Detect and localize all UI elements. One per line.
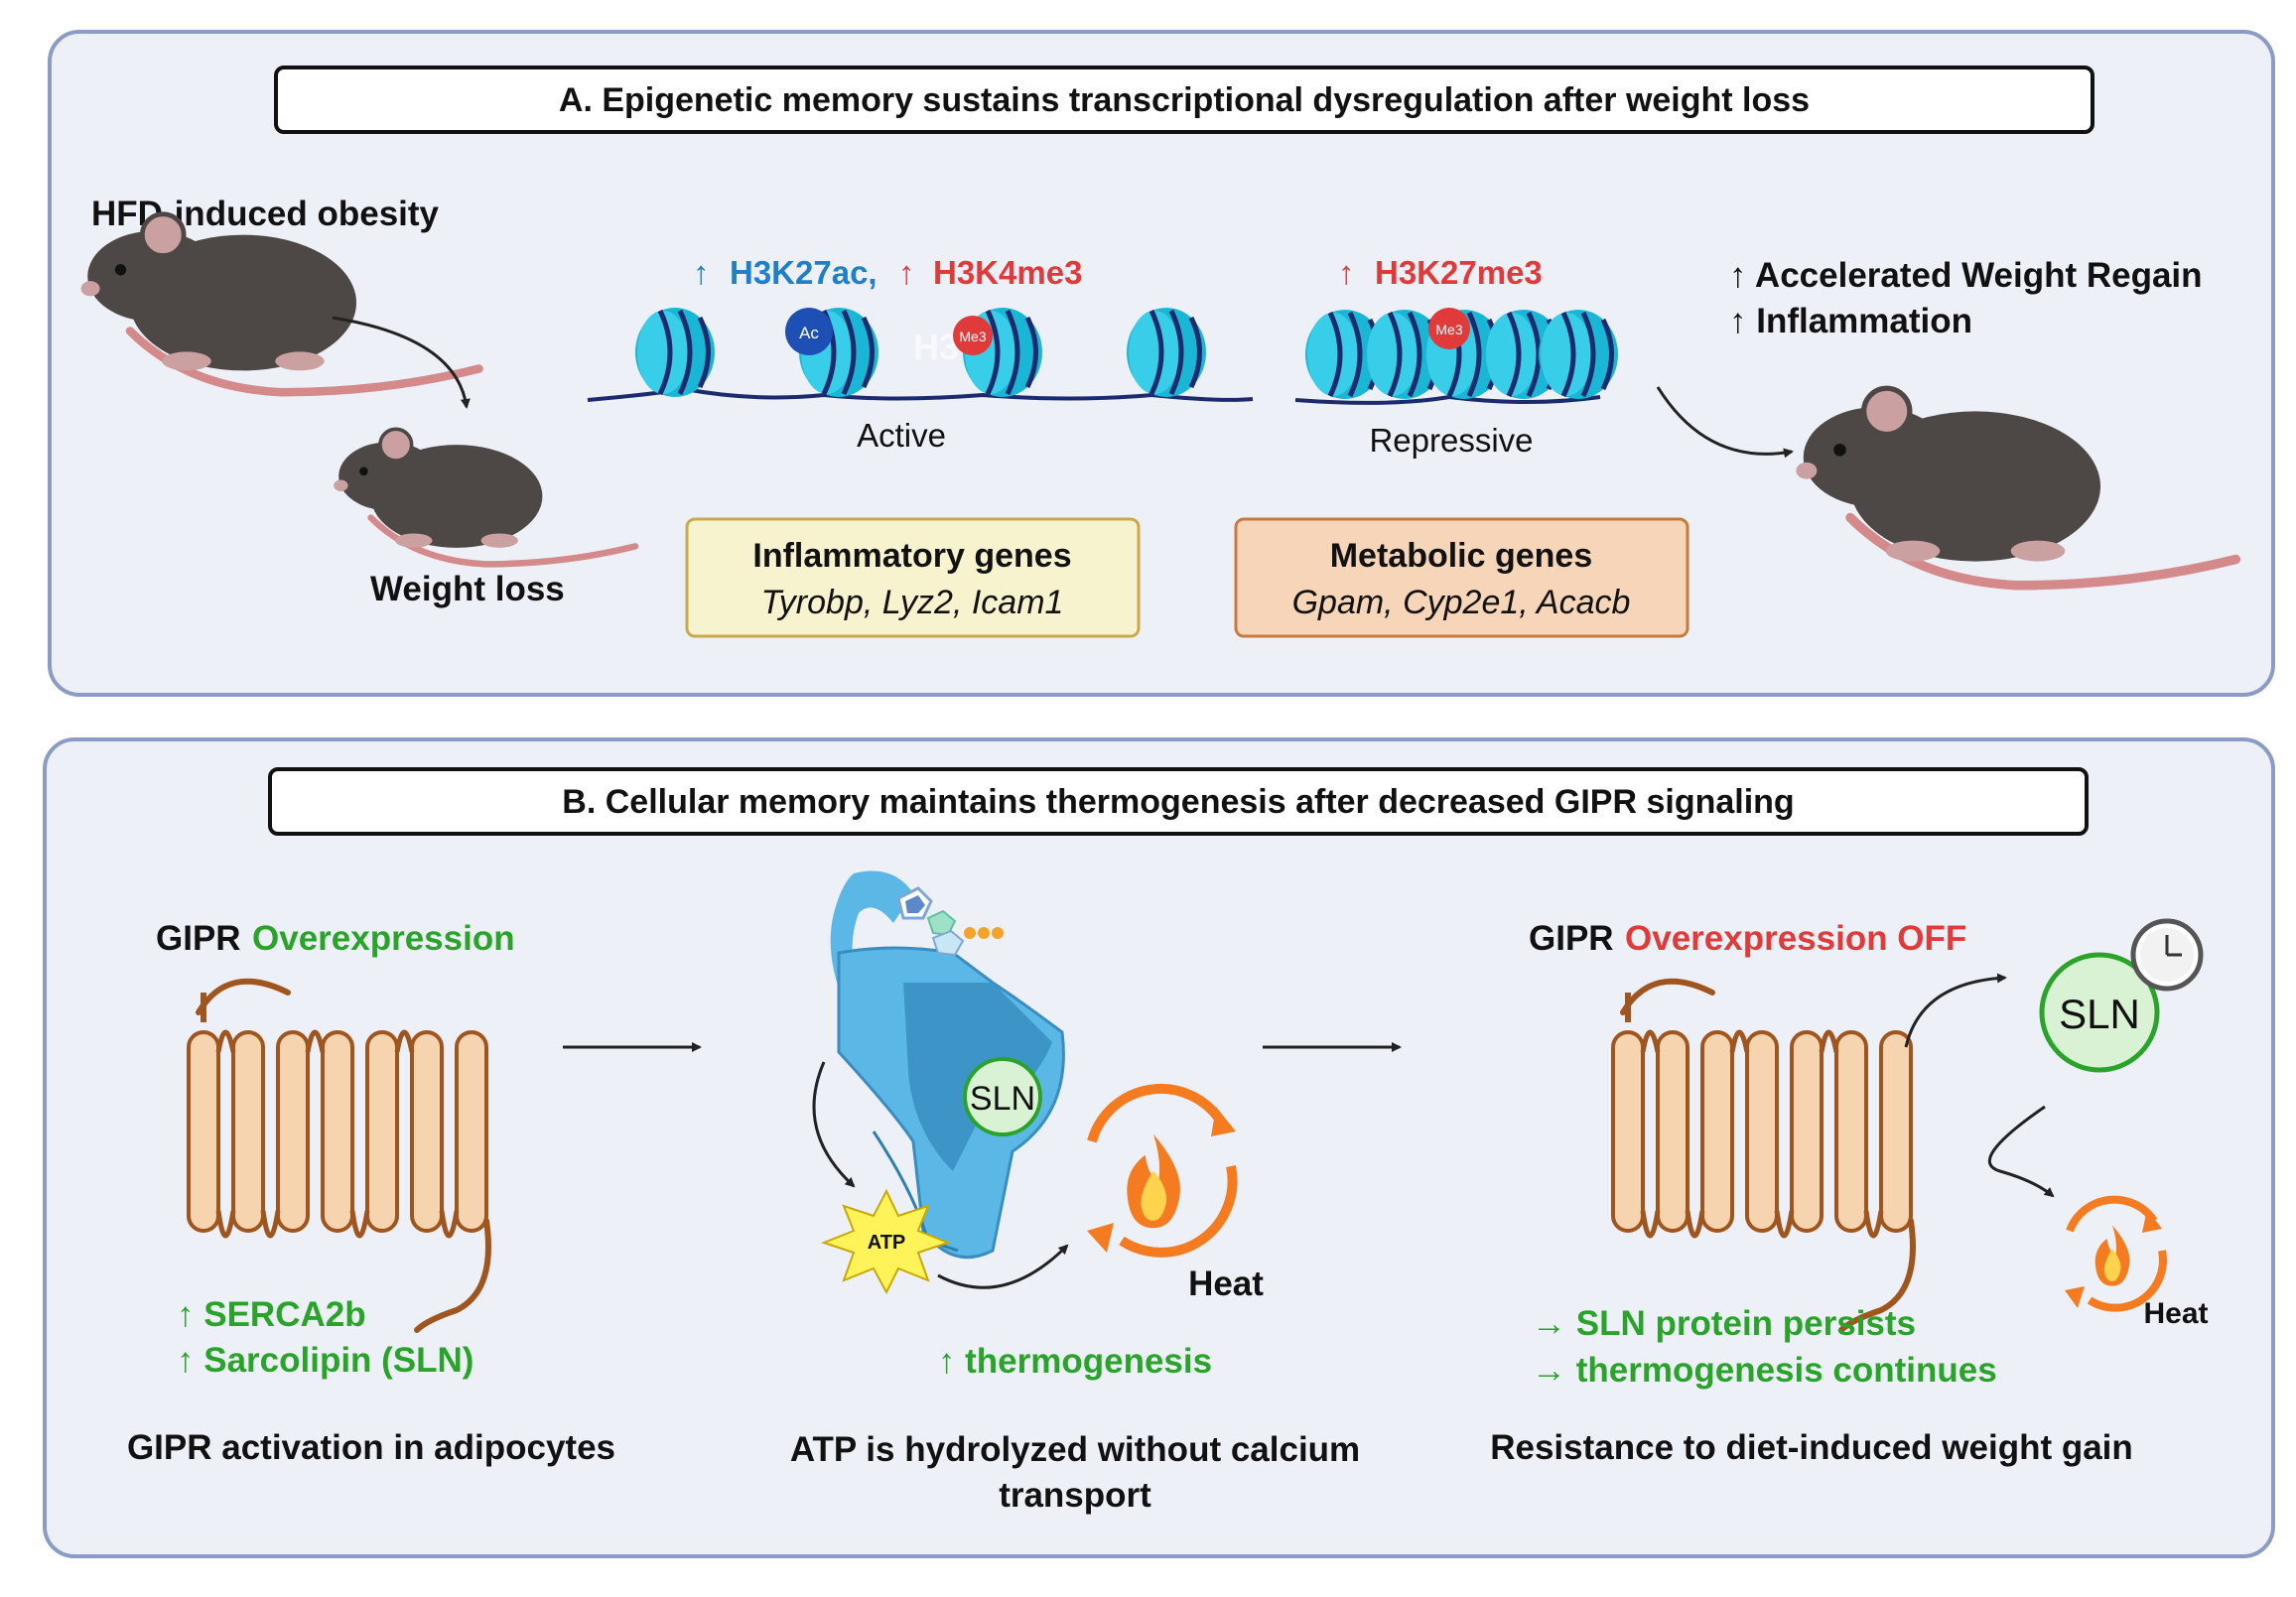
- sarcolipin-label: ↑ Sarcolipin (SLN): [177, 1341, 473, 1380]
- inflammatory-genes-title: Inflammatory genes: [752, 537, 1071, 575]
- pump-to-atp-arrow: [812, 1061, 856, 1188]
- sln-right-label: SLN: [2059, 991, 2140, 1037]
- repressive-marks-text: ↑ H3K27me3: [1338, 254, 1543, 291]
- right-overexpression-off-label: Overexpression OFF: [1625, 919, 1966, 958]
- h3k27ac-label: H3K27ac,: [730, 254, 878, 291]
- right-caption: Resistance to diet-induced weight gain: [1490, 1428, 2133, 1467]
- panel-a-title-box: [274, 66, 2094, 134]
- methyl-badge-active-icon: [953, 316, 993, 355]
- inflammatory-genes-box: [685, 517, 1141, 638]
- obesity-to-weight-loss-arrow: [332, 316, 471, 409]
- thermogenesis-label: ↑ thermogenesis: [938, 1342, 1212, 1381]
- serca2b-label: ↑ SERCA2b: [177, 1295, 366, 1334]
- receptor-to-sln-arrow: [1904, 973, 2007, 1048]
- sln-persists-label: → SLN protein persists: [1532, 1304, 1916, 1343]
- panel-a: A. Epigenetic memory sustains transcript…: [48, 30, 2275, 697]
- panel-a-title: A. Epigenetic memory sustains transcript…: [559, 81, 1810, 119]
- weight-loss-label: Weight loss: [370, 570, 565, 608]
- right-gipr-label: GIPR: [1529, 919, 1614, 958]
- middle-caption-line2: transport: [999, 1476, 1151, 1515]
- heat-middle-label: Heat: [1188, 1264, 1264, 1303]
- heat-cycle-middle-icon: [1087, 1084, 1238, 1258]
- repressive-dna-strand: [1294, 394, 1601, 405]
- thermogenesis-continues-label: → thermogenesis continues: [1532, 1351, 1997, 1390]
- middle-caption-line1: ATP is hydrolyzed without calcium: [790, 1430, 1360, 1469]
- left-caption: GIPR activation in adipocytes: [127, 1428, 615, 1467]
- nucleosome-1-icon: [635, 308, 715, 397]
- left-gipr-label: GIPR: [156, 919, 241, 958]
- outcome-weight-regain: ↑ Accelerated Weight Regain: [1729, 256, 2203, 295]
- atp-label: ATP: [868, 1232, 906, 1254]
- metabolic-genes-list: Gpam, Cyp2e1, Acacb: [1292, 584, 1631, 621]
- left-overexpression-label: Overexpression: [252, 919, 515, 958]
- sln-middle-label: SLN: [970, 1080, 1035, 1118]
- active-arrow-1: ↑: [693, 254, 710, 291]
- h3k4me3-label: H3K4me3: [933, 254, 1082, 291]
- sln-middle-circle-icon: [963, 1057, 1042, 1136]
- active-marks-text: ↑ H3K27ac, ↑ H3K4me3: [693, 254, 1082, 291]
- outcome-inflammation: ↑ Inflammation: [1729, 302, 1972, 340]
- inflammatory-genes-list: Tyrobp, Lyz2, Icam1: [761, 584, 1064, 621]
- repressive-arrow: ↑: [1338, 254, 1355, 291]
- compact-nucleosome-5-icon: [1539, 310, 1618, 399]
- clock-icon: [2130, 918, 2204, 992]
- active-label: Active: [857, 417, 946, 454]
- acetyl-badge-label: Ac: [799, 324, 819, 342]
- left-gipr-heading: GIPR Overexpression: [156, 919, 515, 958]
- nucleosome-4-icon: [1127, 308, 1206, 397]
- panel-b-title-box: [268, 767, 2089, 836]
- heat-right-label: Heat: [2143, 1297, 2208, 1330]
- sln-to-heat-arrow: [1987, 1105, 2055, 1198]
- heat-cycle-right-icon: [2065, 1195, 2167, 1312]
- methyl-badge-repressive-label: Me3: [1435, 322, 1462, 337]
- atp-molecule-icon: [896, 886, 1004, 957]
- atp-burst-icon: [821, 1188, 951, 1295]
- repressive-label: Repressive: [1369, 422, 1533, 459]
- active-arrow-2: ↑: [898, 254, 915, 291]
- methyl-badge-active-label: Me3: [959, 329, 986, 344]
- h3k27me3-label: H3K27me3: [1375, 254, 1543, 291]
- metabolic-genes-box: [1234, 517, 1689, 638]
- panel-b: B. Cellular memory maintains thermogenes…: [43, 737, 2275, 1558]
- acetyl-badge-icon: [785, 308, 833, 355]
- right-gipr-heading: GIPR Overexpression OFF: [1529, 919, 1966, 958]
- metabolic-genes-title: Metabolic genes: [1330, 537, 1593, 575]
- methyl-badge-repressive-icon: [1428, 308, 1470, 349]
- panel-b-title: B. Cellular memory maintains thermogenes…: [562, 783, 1794, 821]
- atp-to-heat-arrow: [937, 1244, 1069, 1289]
- regain-arrow: [1656, 386, 1794, 459]
- histone-label: H3: [913, 327, 959, 367]
- sln-right-circle-icon: [2039, 952, 2160, 1073]
